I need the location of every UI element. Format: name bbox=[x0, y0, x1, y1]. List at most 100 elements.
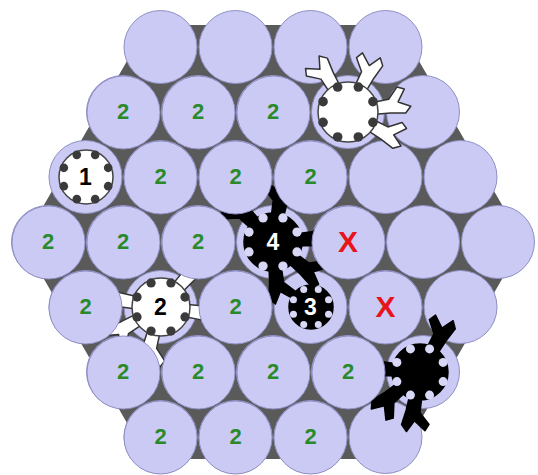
board-cell bbox=[237, 336, 310, 409]
piece-circle bbox=[392, 344, 448, 400]
piece-notch bbox=[289, 311, 296, 318]
board-cell bbox=[162, 206, 235, 279]
board-cell bbox=[162, 336, 235, 409]
board-cell: 2 bbox=[199, 271, 272, 344]
piece-number: 2 bbox=[154, 296, 167, 319]
piece-notch bbox=[289, 296, 296, 303]
board-cell: 2 bbox=[237, 76, 310, 149]
piece-notch bbox=[439, 377, 448, 386]
board-cell bbox=[199, 141, 272, 214]
board-cell bbox=[199, 271, 272, 344]
board-cell: 2 bbox=[124, 401, 197, 474]
board-cell bbox=[349, 11, 422, 84]
board-cell bbox=[274, 141, 347, 214]
cell-circle bbox=[162, 336, 235, 409]
piece-body bbox=[392, 344, 448, 400]
board-cell: 2 bbox=[199, 401, 272, 474]
game-piece: 3 bbox=[289, 285, 333, 329]
piece-notch bbox=[59, 182, 68, 191]
board-cell: 2 bbox=[49, 271, 122, 344]
piece-notch bbox=[180, 312, 189, 321]
cell-number: 2 bbox=[117, 231, 129, 253]
board-cell bbox=[349, 271, 422, 344]
piece-number: 4 bbox=[267, 231, 280, 254]
piece-notch bbox=[406, 391, 415, 400]
piece-body bbox=[318, 82, 378, 142]
cell-number: 2 bbox=[229, 166, 241, 188]
piece-notch bbox=[333, 82, 343, 92]
cell-circle bbox=[124, 401, 197, 474]
board-cell bbox=[274, 401, 347, 474]
piece-notch bbox=[90, 195, 99, 204]
game-piece: 1 bbox=[59, 150, 113, 204]
cell-circle bbox=[349, 271, 422, 344]
cell-number: 2 bbox=[229, 296, 241, 318]
piece-circle bbox=[318, 82, 378, 142]
cell-number: 2 bbox=[229, 426, 241, 448]
cell-number: 2 bbox=[192, 231, 204, 253]
board-cell: 2 bbox=[199, 141, 272, 214]
piece-notch bbox=[368, 97, 378, 107]
piece-notch bbox=[258, 261, 267, 270]
piece-claw bbox=[354, 53, 383, 94]
piece-notch bbox=[146, 278, 155, 287]
cell-circle bbox=[199, 271, 272, 344]
board-cell bbox=[87, 76, 160, 149]
game-piece: 2 bbox=[132, 278, 190, 336]
board-cell: 2 bbox=[87, 206, 160, 279]
piece-notch bbox=[292, 247, 301, 256]
piece-notch bbox=[392, 377, 401, 386]
board-cell bbox=[124, 141, 197, 214]
cell-circle bbox=[237, 336, 310, 409]
piece-notch bbox=[354, 82, 364, 92]
cell-circle bbox=[199, 401, 272, 474]
board-cell: 2 bbox=[124, 141, 197, 214]
cell-circle bbox=[274, 141, 347, 214]
board-cell: 2 bbox=[162, 76, 235, 149]
piece-notch bbox=[325, 296, 332, 303]
piece-notch bbox=[72, 151, 81, 160]
piece-notch bbox=[354, 132, 364, 142]
board-cell bbox=[49, 271, 122, 344]
piece-notch bbox=[166, 278, 175, 287]
game-piece bbox=[306, 53, 411, 148]
board-cell bbox=[199, 401, 272, 474]
piece-notch bbox=[425, 391, 434, 400]
piece-claw bbox=[426, 315, 455, 356]
cell-number: 2 bbox=[304, 426, 316, 448]
board-backdrop bbox=[48, 47, 498, 437]
cell-circle bbox=[124, 141, 197, 214]
board-cell: 2 bbox=[162, 336, 235, 409]
board-cell bbox=[312, 206, 385, 279]
board-cell bbox=[312, 76, 385, 149]
marked-cell: X bbox=[312, 206, 385, 279]
board-cell bbox=[387, 206, 460, 279]
cell-number: 2 bbox=[192, 101, 204, 123]
piece-notch bbox=[318, 97, 328, 107]
board-cell: 2 bbox=[87, 336, 160, 409]
board-cell bbox=[462, 206, 535, 279]
cell-number: 2 bbox=[267, 361, 279, 383]
board-cell bbox=[312, 336, 385, 409]
piece-notch bbox=[300, 286, 307, 293]
cell-circle bbox=[274, 401, 347, 474]
piece-notch bbox=[59, 163, 68, 172]
board-cell bbox=[124, 11, 197, 84]
piece-circle bbox=[244, 213, 302, 271]
piece-circle bbox=[59, 150, 113, 204]
piece-number: 3 bbox=[304, 296, 317, 319]
piece-notch bbox=[132, 292, 141, 301]
cell-number: 2 bbox=[79, 296, 91, 318]
piece-notch bbox=[258, 213, 267, 222]
board-cell bbox=[199, 11, 272, 84]
game-piece: 4 bbox=[244, 213, 302, 271]
cell-number: 2 bbox=[342, 361, 354, 383]
cell-circle bbox=[312, 336, 385, 409]
piece-notch bbox=[72, 195, 81, 204]
cell-circle bbox=[49, 271, 122, 344]
board-cell bbox=[349, 141, 422, 214]
piece-notch bbox=[278, 213, 287, 222]
board-cell bbox=[87, 336, 160, 409]
board-cell bbox=[49, 141, 122, 214]
